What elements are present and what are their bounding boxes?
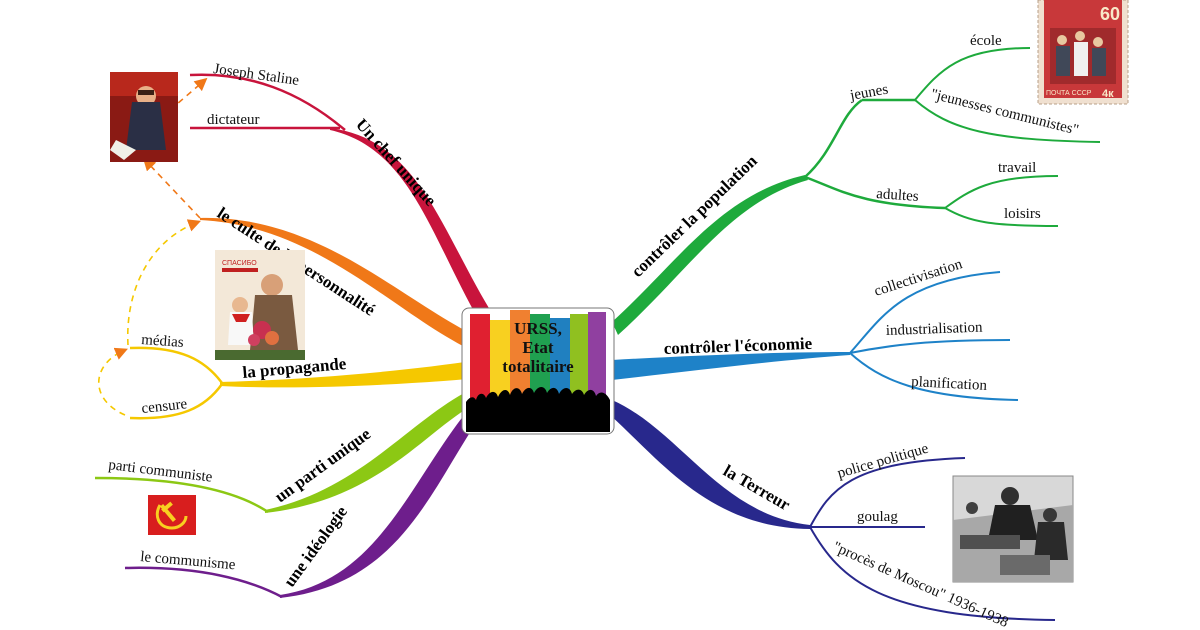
stamp-caption: ПОЧТА СССР [1046,90,1092,97]
leaf-planification[interactable]: planification [911,374,988,394]
leaf-industrialisation[interactable]: industrialisation [886,320,984,339]
stalin-portrait-icon [110,72,178,162]
planification-line [849,352,1019,401]
hammer-sickle-flag-icon [148,495,196,535]
branch-terreur-ribbon [610,400,810,529]
propaganda-poster-icon: СПАСИБО [215,250,305,360]
leaf-medias[interactable]: médias [141,332,185,351]
branch-population-adultes [804,175,946,210]
leaf-loisirs[interactable]: loisirs [1004,206,1041,222]
dashed-arrow-staline [169,77,208,111]
leaf-censure[interactable]: censure [141,396,189,417]
leaf-jeunes[interactable]: jeunes [848,81,890,104]
jeunesses-line [914,99,1101,143]
center-title-line1: URSS, [514,319,562,338]
branch-culte-ribbon [200,217,480,352]
branch-population-label[interactable]: contrôler la population [628,151,762,281]
police-line [809,457,966,528]
branch-economie-ribbon [612,352,850,380]
collectivisation-line [849,271,1001,354]
dashed-arrow-portrait [142,157,201,219]
branch-chef-line [189,73,346,131]
center-title-line2: Etat [522,338,554,357]
leaf-travail[interactable]: travail [998,160,1036,176]
ecole-line [914,47,1031,101]
trial-photo-icon [952,475,1074,583]
branch-propagande-censure [129,383,224,420]
center-title-line3: totalitaire [502,357,574,376]
soviet-stamp-icon: 60 ПОЧТА СССР 4к [1037,0,1129,105]
leaf-dictateur[interactable]: dictateur [207,112,259,128]
poster-caption: СПАСИБО [222,260,257,267]
branch-ideologie-line [124,566,283,599]
crowd-silhouette-icon [466,387,610,432]
stamp-year: 60 [1100,4,1120,24]
leaf-adultes[interactable]: adultes [876,186,920,205]
leaf-collectivisation[interactable]: collectivisation [872,256,965,300]
dashed-loop-medias [127,219,201,346]
stamp-value: 4к [1102,88,1114,100]
industrialisation-line [849,339,1011,354]
leaf-goulag[interactable]: goulag [857,509,898,525]
dashed-loop-censure [98,347,128,416]
proces-line [809,526,1056,621]
branch-parti-ribbon [265,390,478,513]
branch-propagande-medias [129,346,224,384]
branch-chef-label[interactable]: Un chef unique [352,115,440,210]
branch-population-jeunes [804,98,863,178]
leaf-joseph-staline[interactable]: Joseph Staline [212,61,300,89]
loisirs-line [944,207,1059,227]
travail-line [944,175,1059,209]
branch-propagande-ribbon [220,360,480,388]
center-node[interactable]: URSS, Etat totalitaire [461,307,615,435]
branch-population-ribbon [612,175,808,335]
leaf-ecole[interactable]: école [970,33,1002,49]
branch-parti-line [94,476,269,514]
branch-chef-ribbon [330,128,495,322]
